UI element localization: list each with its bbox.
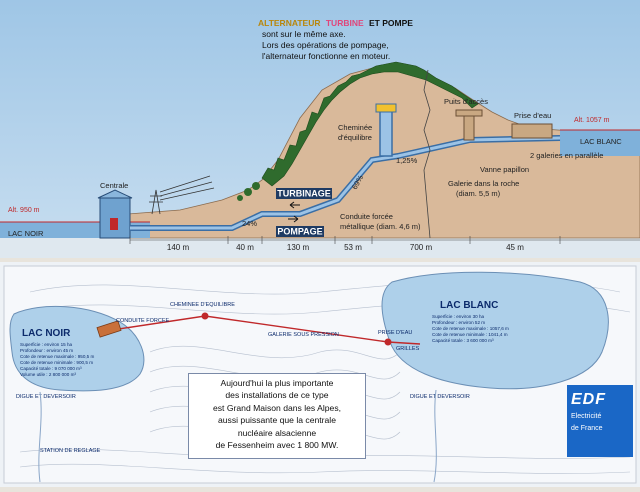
callout-line: des installations de ce type	[225, 390, 329, 401]
map-conduite-label: CONDUITE FORCEE	[116, 318, 170, 324]
callout-line: est Grand Maison dans les Alpes,	[212, 402, 342, 413]
callout-line: de Fessenheim avec 1 800 MW.	[215, 440, 339, 451]
prise-marker	[384, 338, 392, 346]
map-galerie-label: GALERIE SOUS PRESSION	[268, 332, 339, 338]
map-cheminee-label: CHEMINEE D'EQUILIBRE	[170, 302, 235, 308]
cross-section-svg: TURBINAGE POMPAGE ALTERNATEUR TURBINE ET…	[0, 0, 640, 258]
conduite-label-2: métallique (diam. 4,6 m)	[340, 222, 421, 231]
puits-acces	[455, 109, 483, 141]
lac-blanc-line: Cote de retenue maximale : 1057,6 m	[432, 326, 509, 331]
galerie-roche-label-2: (diam. 5,5 m)	[456, 189, 501, 198]
cheminee-marker	[201, 312, 209, 320]
map-grilles-label: GRILLES	[396, 346, 420, 352]
cheminee-equilibre	[375, 103, 397, 157]
turbinage-arrow-icon	[289, 201, 300, 209]
distance-label: 40 m	[236, 243, 254, 252]
tree-line	[261, 61, 479, 187]
distance-label: 45 m	[506, 243, 524, 252]
conduite-label-1: Conduite forcée	[340, 212, 393, 221]
lac-blanc-line: Cote de retenue minimale : 1041,4 m	[432, 332, 508, 337]
map-prise-label: PRISE D'EAU	[378, 330, 412, 336]
pompage-arrow-icon	[288, 215, 299, 223]
lac-noir-line: Cote de retenue minimale : 900,5 m	[20, 360, 93, 365]
edf-logo: EDF Electricité de France	[567, 385, 633, 457]
info-callout: Aujourd'hui la plus importante des insta…	[188, 373, 366, 459]
prise-eau	[511, 123, 553, 139]
distance-label: 130 m	[287, 243, 310, 252]
vanne-label: Vanne papillon	[480, 165, 529, 174]
centrale-building	[97, 189, 133, 239]
lac-noir-line: Capacité totale : 9 070 000 m³	[20, 366, 82, 371]
callout-line: Aujourd'hui la plus importante	[220, 378, 334, 388]
distance-label: 53 m	[344, 243, 362, 252]
heading-line4: l'alternateur fonctionne en moteur.	[262, 51, 390, 61]
cheminee-label-2: d'équilibre	[338, 133, 372, 142]
lac-blanc-label: LAC BLANC	[580, 137, 622, 146]
alt-low-label: Alt. 950 m	[8, 207, 40, 214]
slope-24-label: 24%	[242, 219, 257, 228]
lac-blanc-title: LAC BLANC	[440, 300, 498, 311]
edf-sub-1: Electricité	[571, 413, 602, 420]
callout-line: nucléaire alsacienne	[237, 427, 317, 438]
puits-label: Puits d'accès	[444, 97, 488, 106]
galerie-roche-label-1: Galerie dans la roche	[448, 179, 519, 188]
cheminee-label-1: Cheminée	[338, 123, 372, 132]
edf-sub-2: de France	[571, 425, 603, 432]
pompage-banner	[276, 226, 324, 237]
distance-label: 700 m	[410, 243, 433, 252]
galeries-label: 2 galeries en parallèle	[530, 151, 603, 160]
heading-turbine: TURBINE	[326, 18, 364, 28]
heading-alternateur: ALTERNATEUR	[258, 18, 320, 28]
svg-text:ALTERNATEUR TURBINE ET: ALTERNATEUR TURBINE ET POMPE	[258, 18, 413, 28]
centrale-marker	[96, 320, 122, 338]
lac-blanc-line: Capacité totale : 3 600 000 m³	[432, 338, 494, 343]
distance-label: 140 m	[167, 243, 190, 252]
alt-high-label: Alt. 1057 m	[574, 117, 610, 124]
turbinage-label: TURBINAGE	[277, 189, 331, 199]
pompage-label: POMPAGE	[277, 227, 322, 237]
lac-noir-title: LAC NOIR	[22, 328, 71, 339]
lac-blanc-line: Profondeur : environ 52 m	[432, 320, 485, 325]
lac-noir-label: LAC NOIR	[8, 229, 44, 238]
edf-logo-text: EDF	[571, 391, 606, 408]
prise-label: Prise d'eau	[514, 111, 551, 120]
callout-line: aussi puissante que la centrale	[217, 415, 336, 426]
cross-section-diagram: TURBINAGE POMPAGE ALTERNATEUR TURBINE ET…	[0, 0, 640, 258]
conduit-route	[111, 315, 421, 345]
pylon-icon	[149, 175, 215, 215]
heading-line3: Lors des opérations de pompage,	[262, 40, 389, 50]
lac-noir-line: Cote de retenue maximale : 950,5 m	[20, 354, 94, 359]
centrale-label: Centrale	[100, 181, 128, 190]
turbinage-banner	[276, 188, 332, 199]
heading-et-pompe: ET POMPE	[369, 18, 413, 28]
slope-125-label: 1,25%	[396, 156, 418, 165]
map-digue-left-label: DIGUE ET DEVERSOIR	[16, 394, 76, 400]
heading-line2: sont sur le même axe.	[262, 29, 346, 39]
lac-noir-line: Profondeur : environ 45 m	[20, 348, 73, 353]
map-digue-right-label: DIGUE ET DEVERSOIR	[410, 394, 470, 400]
lac-noir-line: Volume utile : 2 800 000 m³	[20, 372, 76, 377]
map-station-label: STATION DE REGLAGE	[40, 448, 101, 454]
lac-blanc-water	[560, 130, 640, 156]
lac-blanc-line: Superficie : environ 30 ha	[432, 314, 485, 319]
lac-noir-line: Superficie : environ 15 ha	[20, 342, 73, 347]
